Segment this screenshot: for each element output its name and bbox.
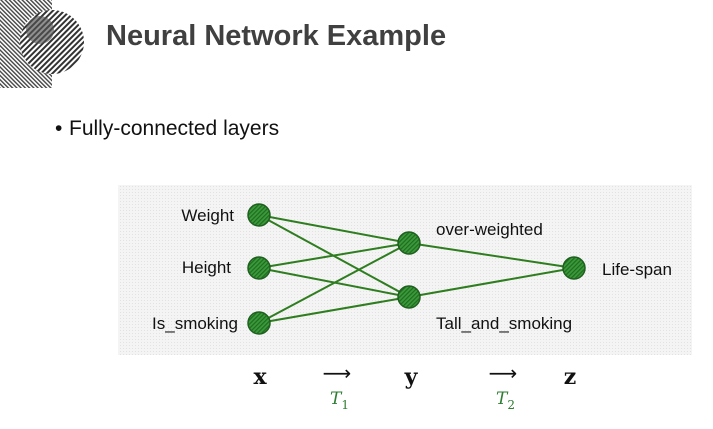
hatched-logo-icon [0,0,84,88]
var-x: x [253,364,267,390]
label-life-span: Life-span [602,260,672,279]
label-tall-and-smoking: Tall_and_smoking [436,314,572,333]
node-weight [247,203,271,227]
arrow-t2: ⟶ [489,361,518,385]
transform-t1: T1 [330,389,349,412]
arrow-t1: ⟶ [323,361,352,385]
edge-weight-overweighted [258,214,410,244]
node-life-span [562,256,586,280]
page-title: Neural Network Example [106,20,447,52]
label-is-smoking: Is_smoking [152,314,238,333]
label-weight: Weight [181,206,234,225]
node-over-weighted [397,231,421,255]
transform-t2-sub: 2 [507,398,515,412]
label-over-weighted: over-weighted [436,220,543,239]
nodes [247,203,586,335]
edges [258,214,575,324]
node-tall-and-smoking [397,285,421,309]
transform-t1-sub: 1 [341,398,349,412]
label-height: Height [182,258,231,277]
var-y: y [404,364,419,390]
edge-overweighted-lifespan [408,242,575,269]
bullet-item: • Fully-connected layers [55,117,279,141]
bullet-dot: • [55,117,63,140]
node-height [247,256,271,280]
transform-t2-base: T [496,389,509,409]
edge-issmoking-tallsmoking [258,296,410,324]
transform-t1-base: T [330,389,343,409]
node-is-smoking [247,311,271,335]
bullet-text: Fully-connected layers [69,117,280,140]
transform-t2: T2 [496,389,515,412]
edge-height-overweighted [258,242,410,269]
var-z: z [564,364,577,390]
edge-tallsmoking-lifespan [408,267,575,298]
edge-issmoking-overweighted [258,242,410,324]
diagram-panel [118,185,692,355]
